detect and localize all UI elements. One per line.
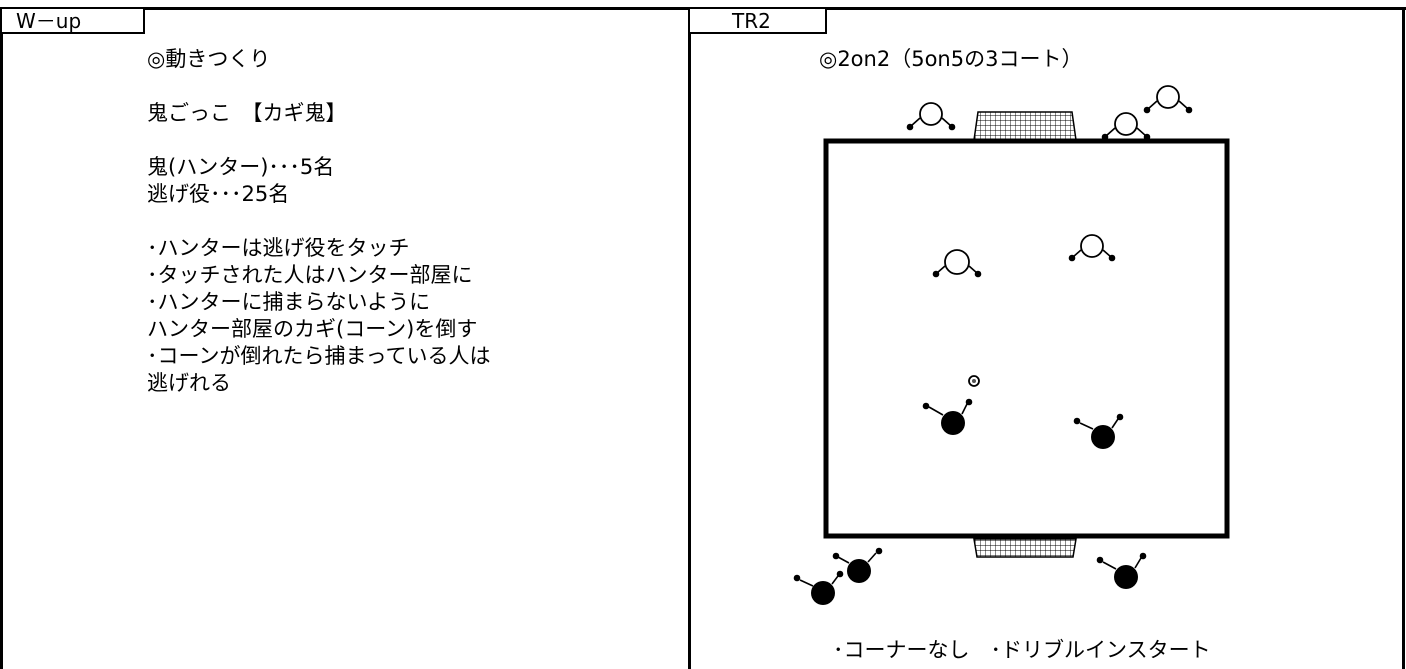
text-line: 逃げれる: [147, 371, 231, 395]
right-border: [1402, 7, 1405, 669]
black-player: [1096, 552, 1147, 589]
text-line: ･ハンターは逃げ役をタッチ: [147, 236, 410, 260]
text-line: [147, 208, 491, 235]
white-player: [932, 249, 982, 278]
left-border: [0, 7, 3, 669]
text-line: ハンター部屋のカギ(コーン)を倒す: [147, 317, 478, 341]
black-player: [1073, 413, 1124, 449]
center-divider: [688, 7, 691, 669]
text-line: ･タッチされた人はハンター部屋に: [147, 263, 473, 287]
top-border: [0, 7, 1406, 10]
text-line: 鬼(ハンター)･･･5名: [147, 155, 335, 179]
black-player: [922, 398, 973, 435]
black-player: [832, 547, 883, 583]
text-line: ･コーンが倒れたら捕まっている人は: [147, 344, 491, 368]
black-player: [793, 570, 844, 605]
text-line: [147, 73, 491, 100]
text-line: ･ハンターに捕まらないように: [147, 290, 431, 314]
tr2-note: ･コーナーなし ･ドリブルインスタート: [833, 638, 1211, 662]
white-player: [1143, 85, 1193, 114]
pitch-diagram: [793, 85, 1230, 605]
white-player: [1101, 112, 1151, 141]
tr2-title: ◎2on2（5on5の3コート）: [819, 47, 1083, 71]
text-line: 逃げ役･･･25名: [147, 182, 290, 206]
bottom-goal: [973, 538, 1077, 558]
top-goal: [973, 111, 1077, 141]
ball-icon: [968, 375, 980, 387]
pitch-outline: [823, 138, 1230, 539]
text-line: 鬼ごっこ 【カギ鬼】: [147, 101, 347, 125]
tab-w-up: W－up: [2, 9, 145, 34]
tab-tr2: TR2: [690, 9, 827, 34]
white-player: [906, 102, 956, 131]
w-up-description: ◎動きつくり 鬼ごっこ 【カギ鬼】 鬼(ハンター)･･･5名 逃げ役･･･25名…: [147, 46, 491, 397]
text-line: ◎動きつくり: [147, 47, 271, 71]
white-player: [1068, 234, 1116, 262]
text-line: [147, 127, 491, 154]
